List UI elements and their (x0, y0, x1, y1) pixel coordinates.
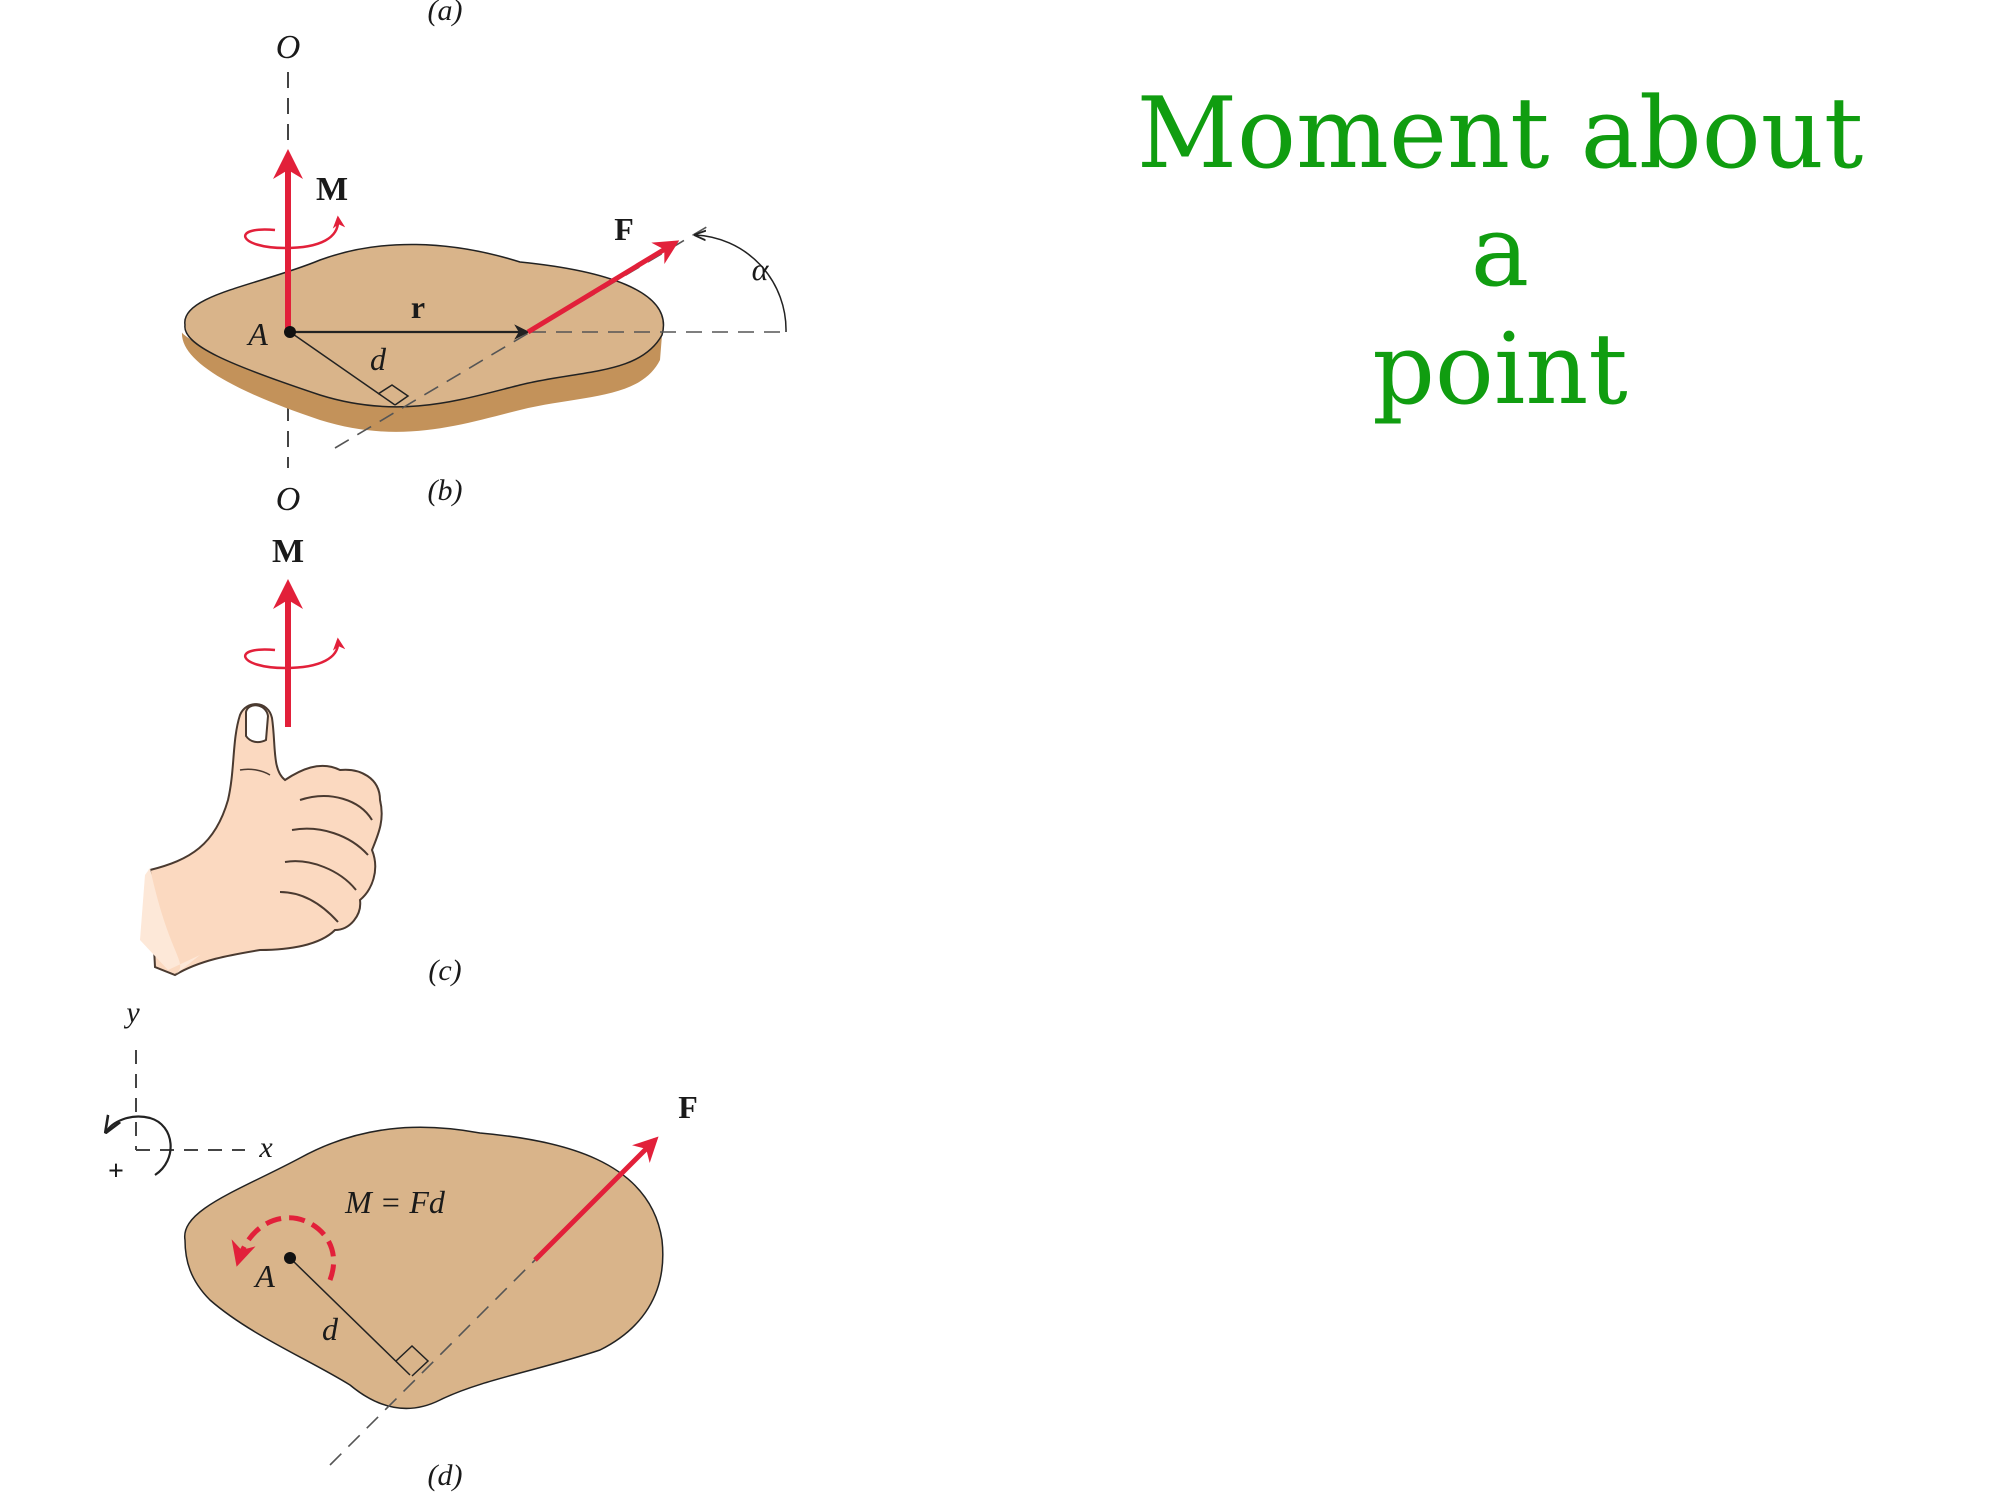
body-plate-d (184, 1126, 664, 1410)
panel-c-curl-arrow (243, 637, 346, 670)
right-angle-marker-d (395, 1344, 430, 1377)
angle-label: α (752, 251, 770, 287)
positive-sign: + (108, 1156, 124, 1187)
finger-line-3 (284, 860, 357, 891)
force-vector (526, 240, 680, 335)
hand-wrist (140, 868, 200, 975)
distance-line-d (289, 1257, 411, 1376)
finger-line-1 (299, 795, 373, 821)
panel-b: O O α d r F M (181, 29, 790, 518)
positive-rotation-arrow (106, 1117, 172, 1176)
line-of-action-d (329, 1254, 541, 1466)
point-a (284, 326, 296, 338)
moment-curl-arrow (243, 215, 346, 250)
caption-b: (b) (428, 474, 463, 507)
position-vector-label: r (411, 289, 425, 325)
distance-label-d: d (322, 1311, 339, 1347)
body-plate-edge (181, 332, 663, 432)
finger-line-2 (291, 827, 369, 856)
axis-bottom-label: O (276, 481, 301, 518)
distance-line (289, 331, 396, 406)
body-plate (184, 243, 665, 408)
force-label-d: F (678, 1089, 698, 1125)
moment-arc-d (231, 1215, 337, 1281)
right-hand (140, 703, 383, 977)
panel-c: M (c) (140, 533, 462, 987)
x-axis-label: x (258, 1131, 273, 1164)
distance-label: d (370, 341, 387, 377)
moment-label: M (316, 171, 348, 208)
point-a-label: A (246, 316, 268, 352)
title-line-2: point (1372, 313, 1628, 427)
moment-diagram: (a) O O α d r (0, 0, 790, 1492)
point-a-d (284, 1252, 296, 1264)
caption-c: (c) (428, 954, 461, 987)
caption-d: (d) (428, 1459, 463, 1492)
axis-top-label: O (276, 29, 301, 66)
force-vector-d (533, 1136, 659, 1262)
caption-a: (a) (428, 0, 463, 27)
title-line-1: Moment about a (1136, 77, 1864, 309)
angle-arc (695, 235, 787, 333)
panel-d: y x + F d M = Fd A (d) (106, 996, 698, 1492)
equation-label: M = Fd (344, 1184, 446, 1220)
knuckle-line (239, 768, 271, 776)
point-a-label-d: A (253, 1258, 275, 1294)
finger-line-4 (279, 891, 339, 923)
slide-title: Moment about a point (1100, 75, 1900, 429)
thumbnail (245, 704, 270, 744)
y-axis-label: y (123, 996, 140, 1029)
right-angle-marker (377, 384, 410, 406)
force-label: F (614, 211, 634, 247)
panel-c-moment-label: M (272, 533, 304, 570)
